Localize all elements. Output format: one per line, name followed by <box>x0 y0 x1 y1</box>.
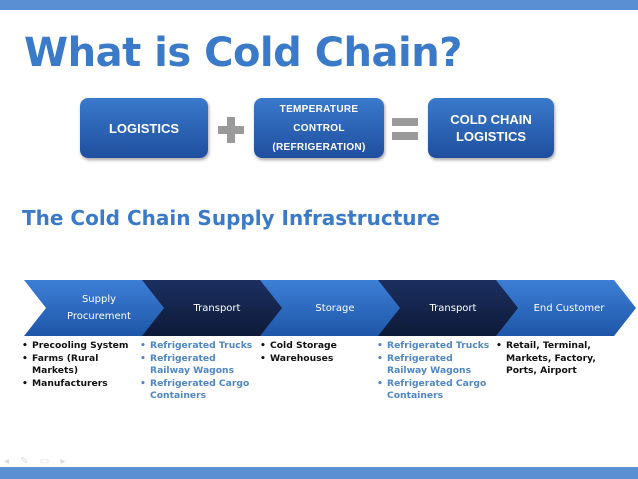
list-item: Warehouses <box>260 353 372 366</box>
plus-icon <box>218 117 244 143</box>
storage-list: Cold Storage Warehouses <box>260 340 372 365</box>
refrigeration-line: (REFRIGERATION) <box>272 141 366 153</box>
supply-chain-chevrons <box>24 280 636 336</box>
stage-label-line: Procurement <box>67 311 131 322</box>
temperature-line: TEMPERATURE <box>279 103 359 115</box>
list-item: Retail, Terminal, Markets, Factory, Port… <box>496 340 596 378</box>
top-accent-bar <box>0 0 638 10</box>
list-item: Farms (Rural Markets) <box>22 353 140 378</box>
stage-label-line: End Customer <box>533 302 605 314</box>
equals-icon <box>392 118 418 140</box>
list-item: Precooling System <box>22 340 140 353</box>
stage-label-line: Transport <box>193 302 241 314</box>
section-subtitle: The Cold Chain Supply Infrastructure <box>22 206 440 230</box>
slide-title: What is Cold Chain? <box>24 30 462 76</box>
chevron-transport-1 <box>142 280 288 336</box>
list-item: Refrigerated Cargo Containers <box>377 378 495 403</box>
stage-label-end-customer: End Customer <box>516 280 622 336</box>
list-item: Refrigerated Cargo Containers <box>140 378 256 403</box>
list-item: Cold Storage <box>260 340 372 353</box>
stage-label-storage: Storage <box>280 280 390 336</box>
temperature-control-box: TEMPERATURE CONTROL (REFRIGERATION) <box>254 98 384 158</box>
bottom-accent-bar <box>0 467 638 479</box>
supply-procurement-list: Precooling System Farms (Rural Markets) … <box>22 340 140 390</box>
control-line: CONTROL <box>293 122 345 134</box>
stage-label-line: Supply <box>81 294 117 305</box>
stage-label-transport-2: Transport <box>398 280 508 336</box>
list-item: Refrigerated Railway Wagons <box>377 353 495 378</box>
cold-chain-logistics-box: COLD CHAIN LOGISTICS <box>428 98 554 158</box>
chevron-transport-2 <box>378 280 524 336</box>
list-item: Refrigerated Trucks <box>377 340 495 353</box>
cold-chain-line: COLD CHAIN <box>450 112 532 127</box>
stage-label-line: Transport <box>429 302 477 314</box>
logistics-label: LOGISTICS <box>108 120 180 136</box>
transport-2-list: Refrigerated Trucks Refrigerated Railway… <box>377 340 495 403</box>
chevron-storage <box>260 280 406 336</box>
chevron-supply-procurement <box>24 280 170 336</box>
list-item: Refrigerated Trucks <box>140 340 256 353</box>
chevron-end-customer <box>496 280 636 336</box>
stage-label-line: Storage <box>315 302 355 314</box>
list-item: Manufacturers <box>22 378 140 391</box>
end-customer-list: Retail, Terminal, Markets, Factory, Port… <box>496 340 596 378</box>
transport-1-list: Refrigerated Trucks Refrigerated Railway… <box>140 340 256 403</box>
logistics-box: LOGISTICS <box>80 98 208 158</box>
slideshow-controls-icon[interactable]: ◂ ✎ ▭ ▸ <box>4 456 70 467</box>
list-item: Refrigerated Railway Wagons <box>140 353 256 378</box>
stage-label-transport-1: Transport <box>162 280 272 336</box>
logistics-line: LOGISTICS <box>455 129 527 144</box>
stage-label-supply-procurement: Supply Procurement <box>44 280 154 336</box>
